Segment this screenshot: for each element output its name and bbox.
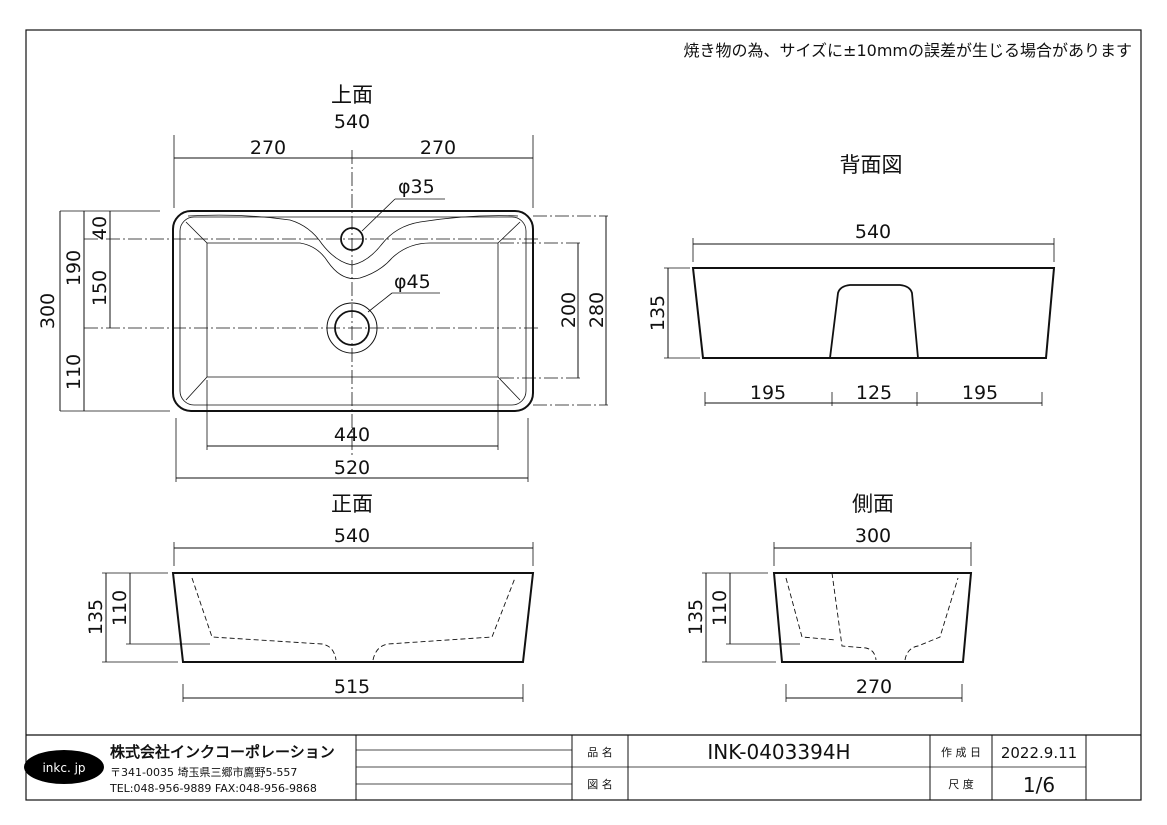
top-dim-40: 40 (89, 216, 111, 240)
top-dim-440: 440 (334, 424, 370, 446)
scale-value: 1/6 (1023, 773, 1055, 797)
top-dim-520: 520 (334, 457, 370, 479)
top-dim-270-right: 270 (420, 137, 456, 159)
scale-label: 尺 度 (948, 777, 974, 791)
side-dim-300: 300 (855, 525, 891, 547)
top-dim-150: 150 (89, 270, 111, 306)
back-dim-195-left: 195 (750, 382, 786, 404)
front-dim-515: 515 (334, 676, 370, 698)
top-dim-540: 540 (334, 111, 370, 133)
company-name: 株式会社インクコーポレーション (110, 743, 335, 761)
product-name-value: INK-0403394H (707, 740, 850, 764)
product-name-label: 品 名 (587, 745, 613, 759)
top-dim-110: 110 (63, 354, 85, 390)
front-dim-110: 110 (109, 590, 131, 626)
top-dim-phi35: φ35 (398, 176, 435, 198)
company-address: 〒341-0035 埼玉県三郷市鷹野5-557 (110, 765, 297, 779)
top-dim-phi45: φ45 (394, 271, 431, 293)
back-dim-125: 125 (856, 382, 892, 404)
drawing-name-label: 図 名 (587, 777, 613, 791)
sheet-border (25, 29, 1142, 801)
side-view-title: 側面 (852, 492, 894, 516)
side-view: 側面 300 135 110 270 (685, 492, 973, 702)
back-dim-195-right: 195 (962, 382, 998, 404)
top-dim-270-left: 270 (250, 137, 286, 159)
back-view: 背面図 540 135 195 125 195 (647, 153, 1056, 406)
tolerance-note: 焼き物の為、サイズに±10mmの誤差が生じる場合があります (684, 41, 1132, 60)
front-view: 正面 540 135 110 515 (85, 492, 535, 702)
company-logo-text: inkc. jp (42, 761, 85, 775)
front-dim-135: 135 (85, 599, 107, 635)
company-contact: TEL:048-956-9889 FAX:048-956-9868 (109, 782, 317, 795)
company-logo (24, 750, 104, 784)
title-block: inkc. jp 株式会社インクコーポレーション 〒341-0035 埼玉県三郷… (24, 734, 1141, 800)
date-label: 作 成 日 (941, 746, 981, 759)
top-dim-190: 190 (63, 250, 85, 286)
back-dim-135: 135 (647, 295, 669, 331)
back-dim-540: 540 (855, 221, 891, 243)
top-view-title: 上面 (331, 83, 373, 107)
top-view: 上面 540 270 270 φ35 φ45 (37, 83, 608, 482)
front-view-title: 正面 (331, 492, 373, 516)
side-dim-110: 110 (709, 590, 731, 626)
top-dim-280: 280 (586, 292, 608, 328)
top-dim-200: 200 (558, 292, 580, 328)
back-view-title: 背面図 (840, 153, 903, 177)
side-dim-270: 270 (856, 676, 892, 698)
top-dim-300: 300 (37, 293, 59, 329)
date-value: 2022.9.11 (1001, 744, 1077, 762)
side-dim-135: 135 (685, 599, 707, 635)
front-dim-540: 540 (334, 525, 370, 547)
